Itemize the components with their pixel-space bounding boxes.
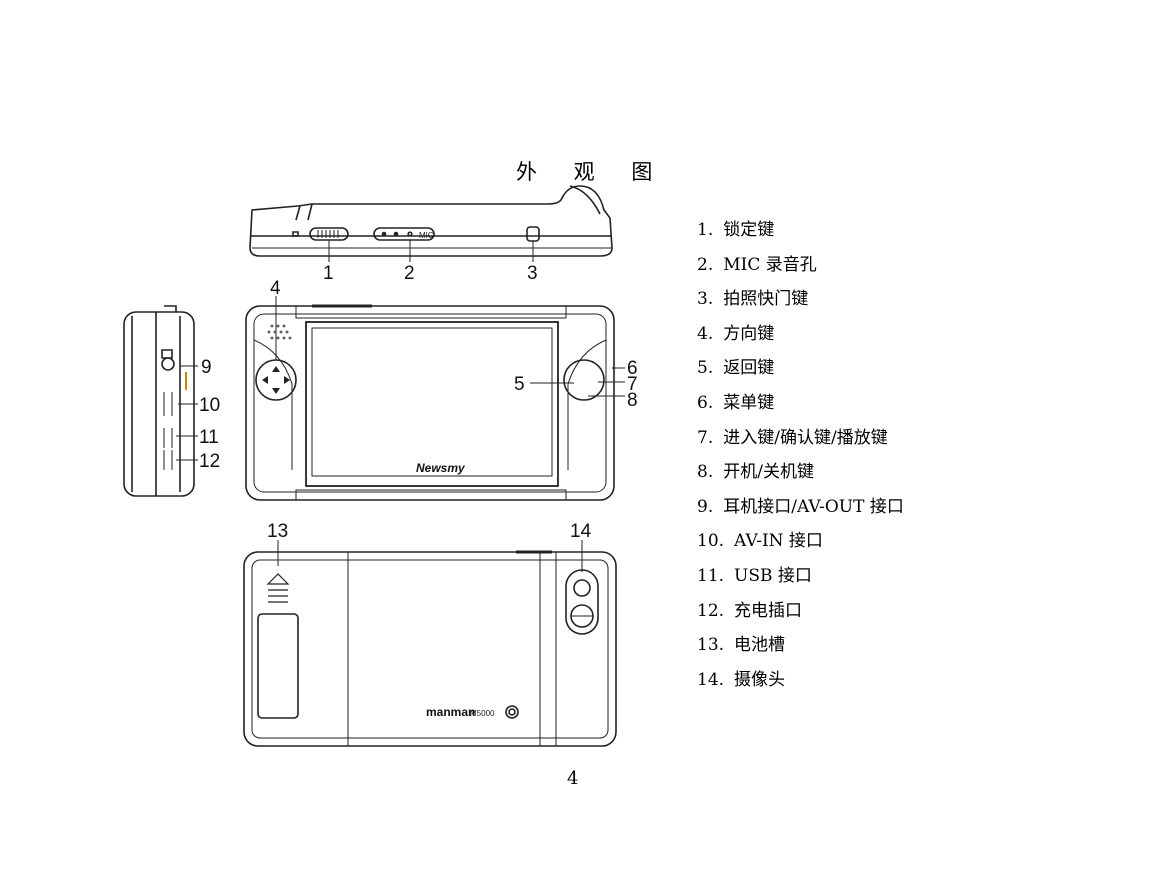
legend-item: 7.进入键/确认键/播放键 — [697, 427, 888, 448]
legend-item: 4.方向键 — [697, 323, 775, 344]
callout-3: 3 — [527, 263, 538, 284]
leader-lines — [176, 240, 625, 572]
callout-11: 11 — [199, 427, 219, 448]
back-brand-logo: manman — [426, 705, 475, 719]
legend-item: 12.充电插口 — [697, 600, 803, 621]
callout-12: 12 — [199, 451, 220, 472]
callout-9: 9 — [201, 357, 212, 378]
callout-1: 1 — [323, 263, 334, 284]
legend-item: 10.AV-IN 接口 — [697, 531, 823, 552]
legend-item: 14.摄像头 — [697, 669, 786, 690]
page-title: 外 观 图 — [516, 160, 668, 184]
callout-14: 14 — [570, 521, 592, 542]
legend-item: 13.电池槽 — [697, 635, 786, 656]
callout-5: 5 — [514, 374, 525, 395]
callout-13: 13 — [267, 521, 288, 542]
back-view — [243, 550, 617, 747]
mic-printed-label: MIC — [419, 231, 434, 240]
legend-item: 2.MIC 录音孔 — [697, 254, 817, 275]
legend-item: 3.拍照快门键 — [697, 289, 809, 310]
callout-8: 8 — [627, 390, 638, 411]
legend-item: 5.返回键 — [697, 358, 775, 379]
top-view — [249, 185, 613, 257]
side-view — [123, 305, 195, 497]
callout-7: 7 — [627, 374, 638, 395]
callout-2: 2 — [404, 263, 415, 284]
callout-4: 4 — [270, 278, 281, 299]
front-view — [245, 304, 615, 501]
callout-6: 6 — [627, 358, 638, 379]
legend-item: 8.开机/关机键 — [697, 462, 814, 483]
parts-legend: 1.锁定键 2.MIC 录音孔 3.拍照快门键 4.方向键 5.返回键 6.菜单… — [697, 215, 904, 699]
legend-item: 9.耳机接口/AV-OUT 接口 — [697, 496, 904, 517]
legend-item: 1.锁定键 — [697, 220, 775, 240]
callout-10: 10 — [199, 395, 220, 416]
back-model-label: M5000 — [470, 709, 495, 718]
legend-item: 11.USB 接口 — [697, 565, 812, 586]
legend-item: 6.菜单键 — [697, 392, 775, 413]
screen-brand-logo: Newsmy — [416, 461, 466, 475]
page-number: 4 — [567, 768, 579, 789]
